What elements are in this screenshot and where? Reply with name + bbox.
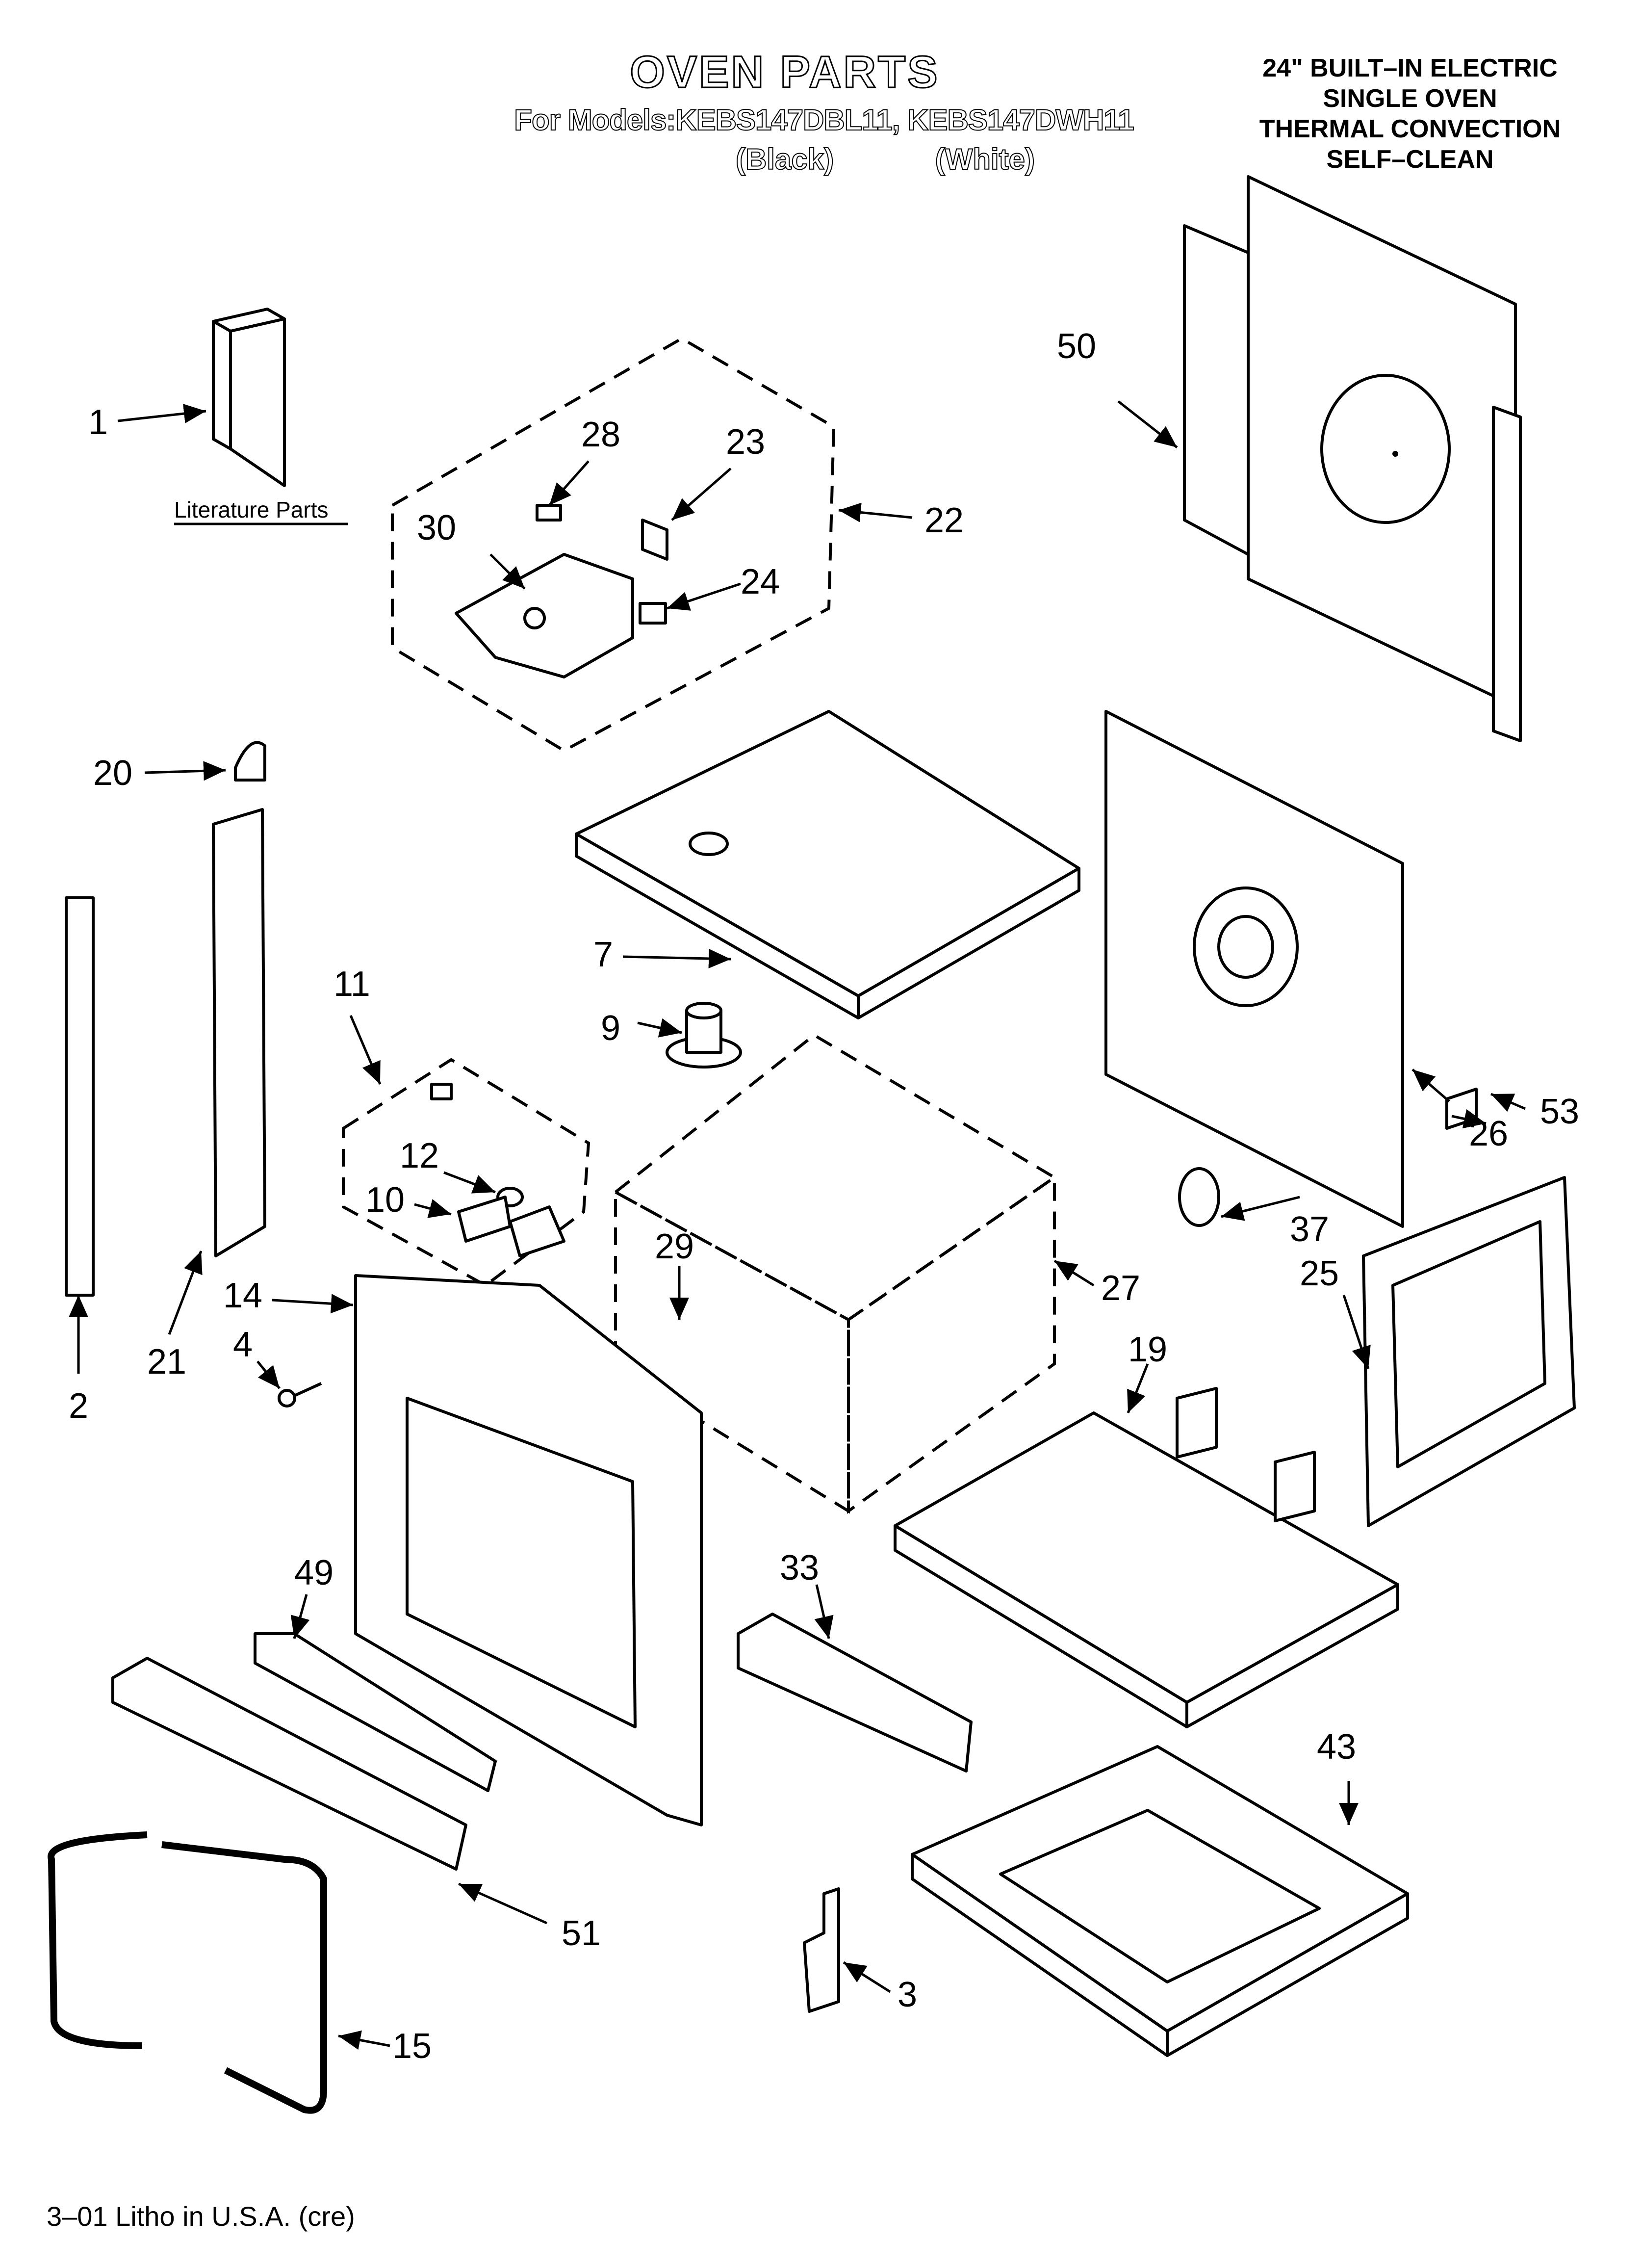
lower-panel: [911, 1745, 1409, 2057]
spec-line: SELF–CLEAN: [1326, 145, 1494, 174]
callout-20: 20: [93, 754, 132, 793]
callout-11: 11: [334, 965, 370, 1004]
literature-booklet: [212, 308, 286, 487]
oven-side-panel: [1362, 1176, 1576, 1527]
callout-26: 26: [1469, 1114, 1508, 1153]
vent-grille: [111, 1657, 467, 1871]
callout-24: 24: [741, 562, 780, 601]
callout-19: 19: [1128, 1330, 1167, 1369]
callout-1: 1: [88, 403, 108, 442]
callout-7: 7: [593, 935, 613, 974]
thermal-protector: [1178, 1167, 1220, 1227]
callout-50: 50: [1057, 327, 1096, 366]
convection-element: [666, 1002, 742, 1069]
callout-29: 29: [655, 1227, 694, 1266]
spec-line: THERMAL CONVECTION: [1259, 115, 1561, 143]
leader-lines: [69, 400, 1526, 2050]
door-gasket: [48, 1831, 327, 2114]
callout-33: 33: [780, 1548, 819, 1588]
callout-37: 37: [1290, 1210, 1329, 1249]
variant-white: (White): [935, 142, 1035, 176]
light-assembly-outline: [342, 1058, 590, 1287]
front-frame: [354, 1274, 703, 1826]
callout-2: 2: [69, 1386, 88, 1426]
spec-line: SINGLE OVEN: [1323, 84, 1497, 113]
side-trim: [212, 808, 266, 1257]
callout-4: 4: [233, 1325, 253, 1364]
callout-12: 12: [400, 1136, 439, 1175]
light-socket: [430, 1083, 565, 1257]
callout-10: 10: [365, 1180, 405, 1220]
callout-14: 14: [223, 1276, 262, 1315]
spec-line: 24" BUILT–IN ELECTRIC: [1262, 54, 1558, 82]
callout-21: 21: [147, 1342, 186, 1382]
callout-28: 28: [581, 415, 620, 454]
support-rail: [737, 1613, 973, 1773]
callout-30: 30: [417, 508, 456, 547]
callout-23: 23: [726, 422, 765, 462]
oven-liner-outline: [613, 1033, 1057, 1514]
screw: [278, 1382, 322, 1408]
page-title: OVEN PARTS: [629, 47, 940, 98]
model-variants: (Black) (White): [735, 142, 1035, 176]
product-specs: 24" BUILT–IN ELECTRIC SINGLE OVEN THERMA…: [1202, 53, 1618, 175]
callout-15: 15: [392, 2027, 432, 2066]
callout-49: 49: [294, 1553, 334, 1592]
oven-back-wall: [1104, 710, 1404, 1228]
callout-3: 3: [898, 1975, 917, 2014]
vent-trim: [254, 1632, 497, 1792]
control-bracket: [455, 504, 668, 678]
callout-9: 9: [601, 1009, 620, 1048]
vertical-trim: [65, 896, 95, 1297]
models-line: For Models:KEBS147DBL11, KEBS147DWH11: [513, 103, 1134, 137]
callout-25: 25: [1300, 1254, 1339, 1293]
control-assembly-outline: [391, 337, 836, 753]
literature-parts-label: Literature Parts: [174, 497, 328, 522]
variant-black: (Black): [735, 142, 834, 176]
trim-end-cap: [234, 741, 266, 782]
print-footer: 3–01 Litho in U.S.A. (cre): [47, 2201, 355, 2232]
oven-bottom-panel: [894, 1387, 1399, 1728]
mounting-bracket: [803, 1887, 840, 2013]
callout-22: 22: [924, 501, 964, 540]
oven-top-panel: [575, 710, 1080, 1019]
callout-43: 43: [1317, 1727, 1356, 1767]
callout-27: 27: [1101, 1269, 1140, 1308]
callout-labels: 1 2 3 4 7 9 10 11 12 14 15 19 20 21 22 2…: [69, 327, 1579, 2066]
callout-53: 53: [1540, 1092, 1579, 1131]
rear-panel: [1183, 175, 1522, 742]
callout-51: 51: [562, 1914, 601, 1953]
